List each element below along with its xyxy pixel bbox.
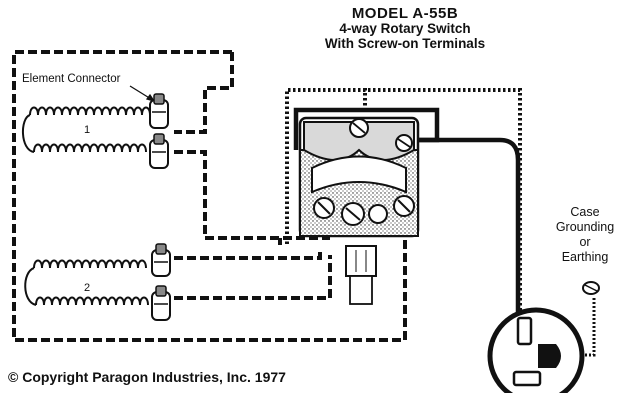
terminal-description: With Screw-on Terminals bbox=[324, 36, 486, 51]
ground-label-line-1: Case bbox=[570, 205, 600, 219]
element-connector-1a bbox=[149, 93, 169, 129]
solid-wire bbox=[293, 107, 521, 330]
ground-label-line-2: Grounding bbox=[555, 220, 615, 234]
power-outlet bbox=[487, 307, 585, 393]
element-connector-2b bbox=[151, 285, 171, 321]
element-connector-label: Element Connector bbox=[22, 73, 121, 85]
switch-shaft bbox=[345, 245, 377, 305]
ground-label-line-4: Earthing bbox=[561, 250, 609, 264]
switch-description: 4-way Rotary Switch bbox=[339, 21, 471, 36]
element-connector-2a bbox=[151, 243, 171, 277]
coil-1-label: 1 bbox=[84, 124, 91, 136]
diagram-title: MODEL A-55B 4-way Rotary Switch With Scr… bbox=[290, 6, 520, 51]
heating-coil-2 bbox=[24, 259, 149, 306]
connector-pointer bbox=[129, 85, 156, 103]
rotary-switch bbox=[298, 116, 420, 238]
ground-label-line-3: or bbox=[579, 235, 591, 249]
coil-2-label: 2 bbox=[84, 282, 91, 294]
ground-label: Case Grounding or Earthing bbox=[546, 205, 623, 265]
ground-screw bbox=[582, 281, 600, 295]
model-heading: MODEL A-55B bbox=[351, 5, 459, 22]
heating-coil-1 bbox=[22, 106, 151, 153]
element-connector-1b bbox=[149, 133, 169, 169]
outer-dashed-wire bbox=[12, 50, 407, 342]
copyright-notice: © Copyright Paragon Industries, Inc. 197… bbox=[8, 369, 286, 385]
